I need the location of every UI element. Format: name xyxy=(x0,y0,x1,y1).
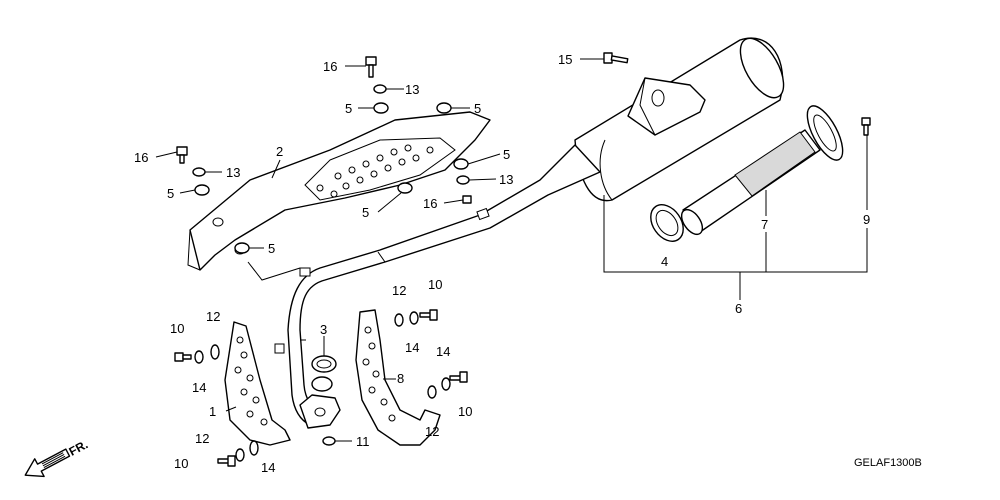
callout-5-mid: 5 xyxy=(362,205,369,220)
callout-15: 15 xyxy=(558,52,572,67)
callout-10-left: 10 xyxy=(170,321,184,336)
callout-2: 2 xyxy=(276,144,283,159)
callout-14-bottom: 14 xyxy=(261,460,275,475)
front-arrow: FR. xyxy=(24,437,91,478)
callout-16-left: 16 xyxy=(134,150,148,165)
callout-13-top: 13 xyxy=(405,82,419,97)
callout-5-top-left: 5 xyxy=(345,101,352,116)
callout-11: 11 xyxy=(356,434,370,449)
callout-9: 9 xyxy=(863,212,870,227)
callout-5-right: 5 xyxy=(503,147,510,162)
heat-guard xyxy=(355,309,441,446)
callout-3: 3 xyxy=(320,322,327,337)
callout-5-bottom: 5 xyxy=(268,241,275,256)
callout-5-top-right: 5 xyxy=(474,101,481,116)
pipe-protector xyxy=(187,111,491,271)
callout-10-mid: 10 xyxy=(428,277,442,292)
left-guard xyxy=(224,321,291,446)
callout-16-right: 16 xyxy=(423,196,437,211)
callout-labels: 16 13 5 5 15 16 13 5 2 5 13 16 5 5 4 7 9… xyxy=(134,52,870,475)
callout-12-bottom: 12 xyxy=(195,431,209,446)
callout-13-left: 13 xyxy=(226,165,240,180)
tail-pipe xyxy=(680,105,844,236)
callout-1: 1 xyxy=(209,404,216,419)
callout-12-right: 12 xyxy=(425,424,439,439)
gasket-3 xyxy=(311,355,337,392)
callout-8: 8 xyxy=(397,371,404,386)
front-indicator-label: FR. xyxy=(67,437,91,458)
leader-lines xyxy=(155,58,868,442)
callout-16-top: 16 xyxy=(323,59,337,74)
exhaust-pipe xyxy=(274,144,601,429)
callout-6: 6 xyxy=(735,301,742,316)
callout-13-right: 13 xyxy=(499,172,513,187)
callout-14-right: 14 xyxy=(436,344,450,359)
callout-12-left: 12 xyxy=(206,309,220,324)
muffler-gasket xyxy=(650,204,684,242)
callout-7: 7 xyxy=(761,217,768,232)
callout-10-bottom: 10 xyxy=(174,456,188,471)
callout-5-left: 5 xyxy=(167,186,174,201)
muffler-body xyxy=(574,37,785,202)
diagram-code: GELAF1300B xyxy=(854,457,922,469)
callout-10-right: 10 xyxy=(458,404,472,419)
callout-12-mid: 12 xyxy=(392,283,406,298)
fasteners xyxy=(174,52,871,467)
callout-14-left: 14 xyxy=(192,380,206,395)
callout-14-mid: 14 xyxy=(405,340,419,355)
callout-4: 4 xyxy=(661,254,668,269)
